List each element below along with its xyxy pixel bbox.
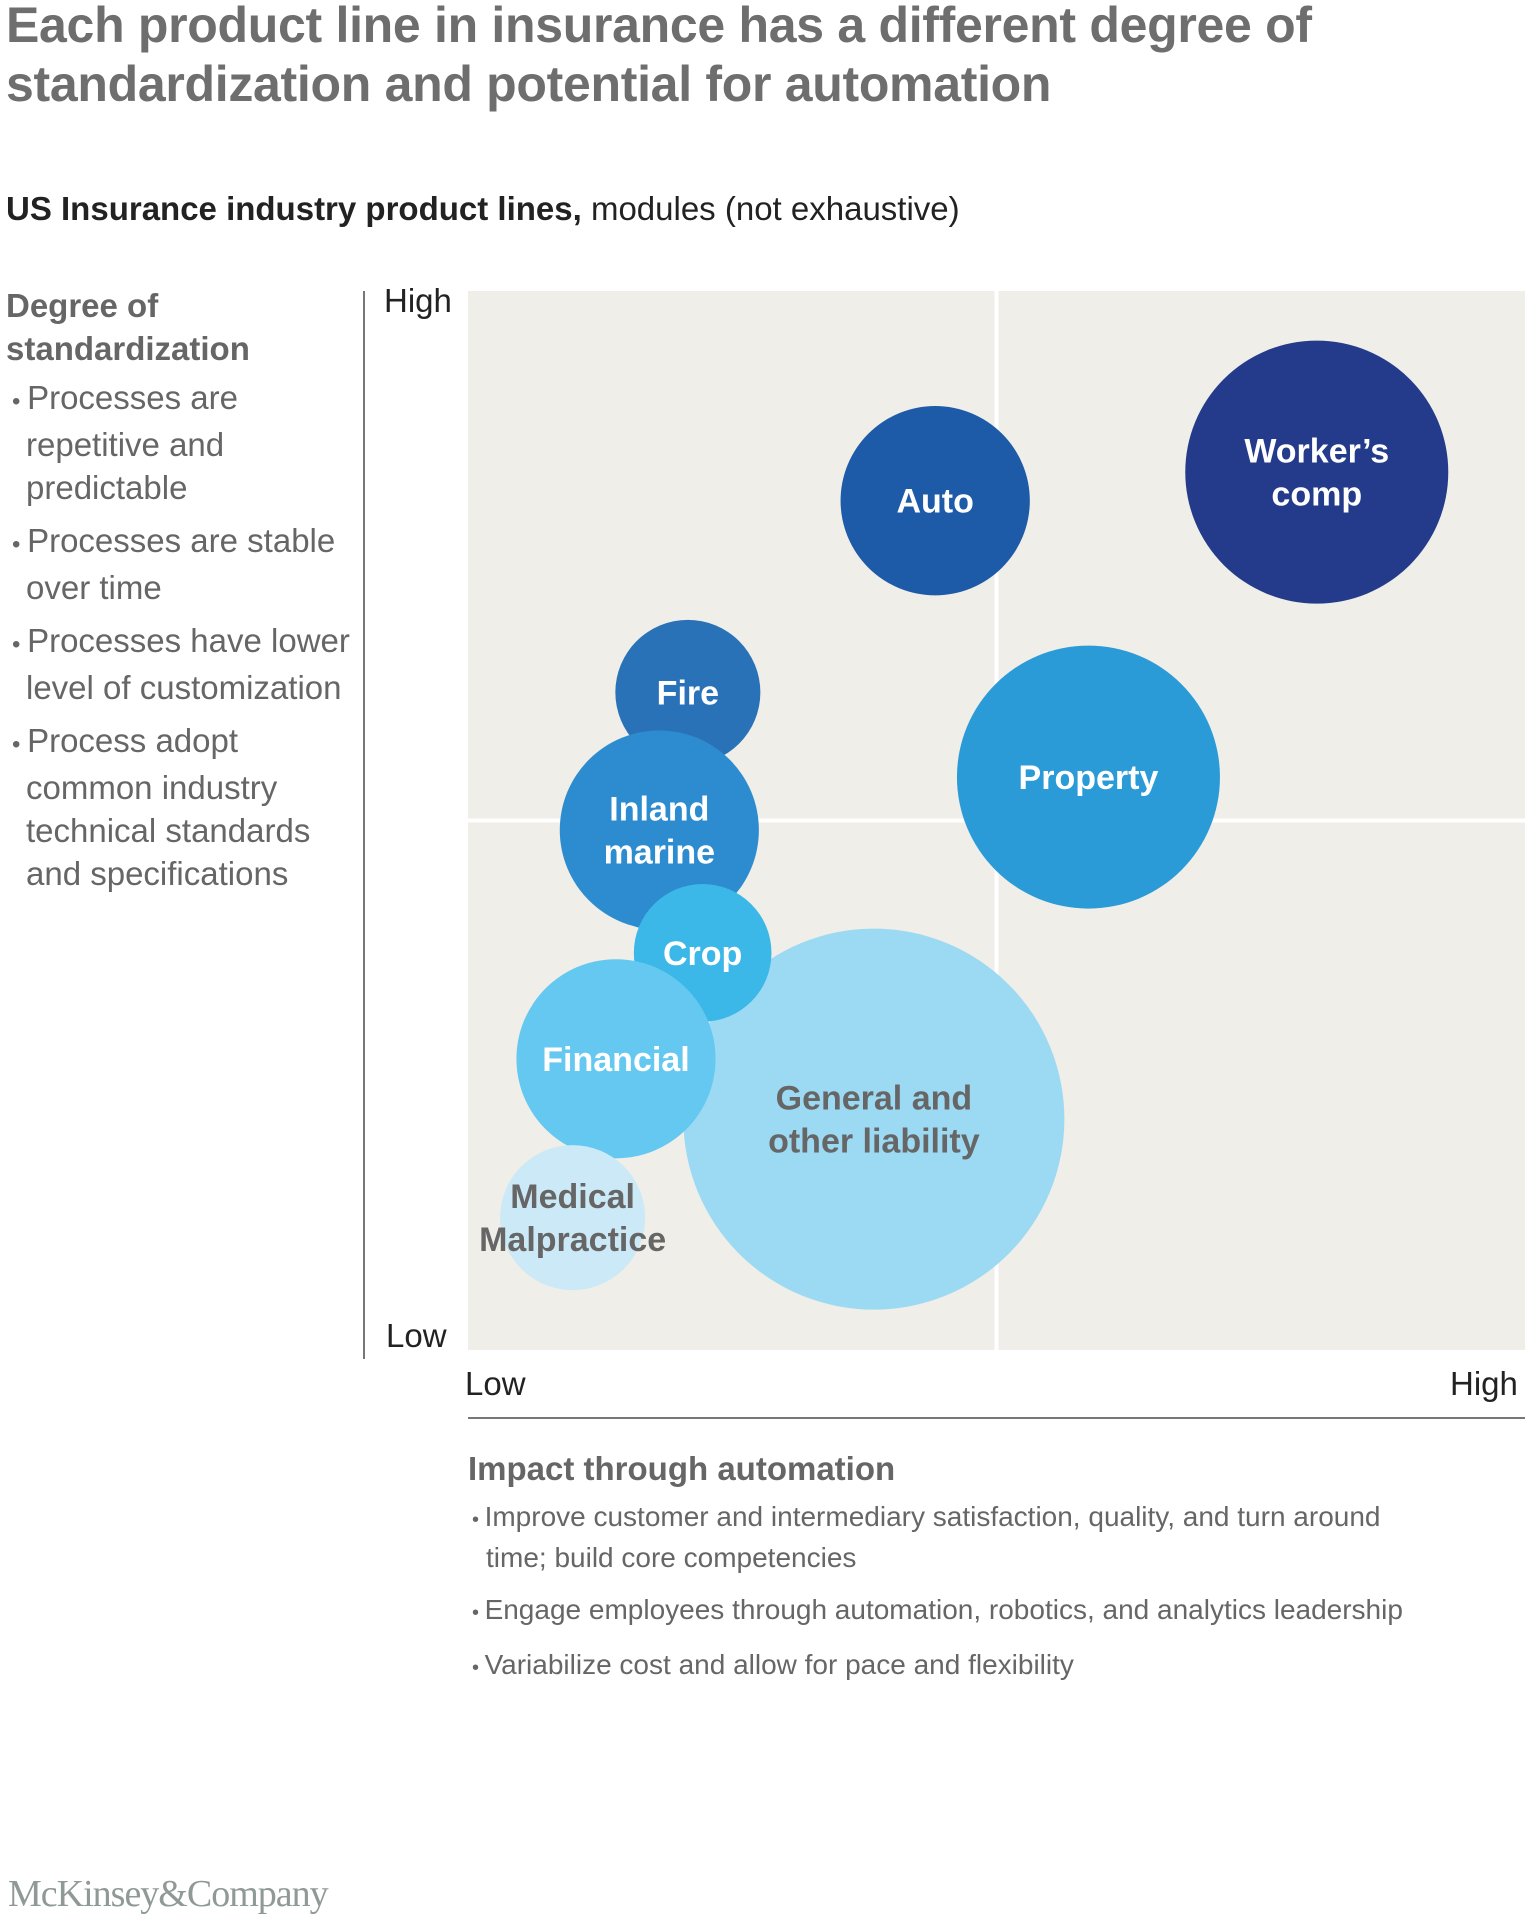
bubble-label: Crop [663, 935, 742, 973]
bubble-label: General and [776, 1080, 973, 1118]
y-axis-description: Degree of standardization Processes are … [6, 284, 356, 905]
y-tick-high: High [384, 282, 452, 319]
bubble-general-and-other-liability [683, 928, 1065, 1310]
y-bullet: Processes have lower level of customizat… [6, 619, 356, 709]
y-tick-low: Low [386, 1317, 447, 1354]
x-axis-heading: Impact through automation [468, 1450, 896, 1487]
y-bullet: Processes are repetitive and predictable [6, 376, 356, 509]
bubble-inland-marine [559, 730, 759, 930]
x-bullet: Improve customer and intermediary satisf… [468, 1498, 1406, 1577]
bubble-worker-s-comp [1185, 340, 1449, 604]
x-tick-high: High [1450, 1365, 1518, 1402]
x-axis-description: Impact through automation Improve custom… [468, 1450, 1528, 1701]
chart-subtitle: US Insurance industry product lines, mod… [6, 190, 960, 228]
bubble-label: marine [604, 834, 716, 872]
bubble-label: Worker’s [1244, 433, 1389, 471]
bubble-property [956, 645, 1220, 909]
bubble-label: Financial [542, 1041, 689, 1079]
chart-title: Each product line in insurance has a dif… [6, 0, 1312, 112]
y-bullet: Process adopt common industry technical … [6, 719, 356, 895]
bubble-label: Inland [609, 791, 709, 829]
bubble-label: other liability [768, 1123, 980, 1161]
mckinsey-logo: McKinsey&Company [8, 1873, 329, 1915]
bubble-label: Malpractice [479, 1221, 666, 1259]
y-bullet: Processes are stable over time [6, 519, 356, 609]
x-bullet: Engage employees through automation, rob… [468, 1591, 1406, 1632]
bubble-label: comp [1271, 476, 1362, 514]
bubble-label: Property [1019, 759, 1159, 797]
bubble-auto [840, 406, 1030, 596]
x-bullet: Variabilize cost and allow for pace and … [468, 1646, 1406, 1687]
y-axis-heading: Degree of standardization [6, 287, 250, 367]
subtitle-rest: modules (not exhaustive) [581, 190, 960, 227]
bubble-medical-malpractice [500, 1145, 646, 1291]
x-tick-low: Low [465, 1365, 526, 1402]
subtitle-bold: US Insurance industry product lines, [6, 190, 582, 227]
bubble-fire [615, 619, 761, 765]
bubble-financial [516, 959, 716, 1159]
bubble-label: Auto [896, 483, 973, 521]
x-axis-line [468, 1417, 1525, 1419]
y-axis-line [363, 291, 365, 1359]
bubble-label: Medical [510, 1178, 635, 1216]
bubble-label: Fire [657, 674, 719, 712]
